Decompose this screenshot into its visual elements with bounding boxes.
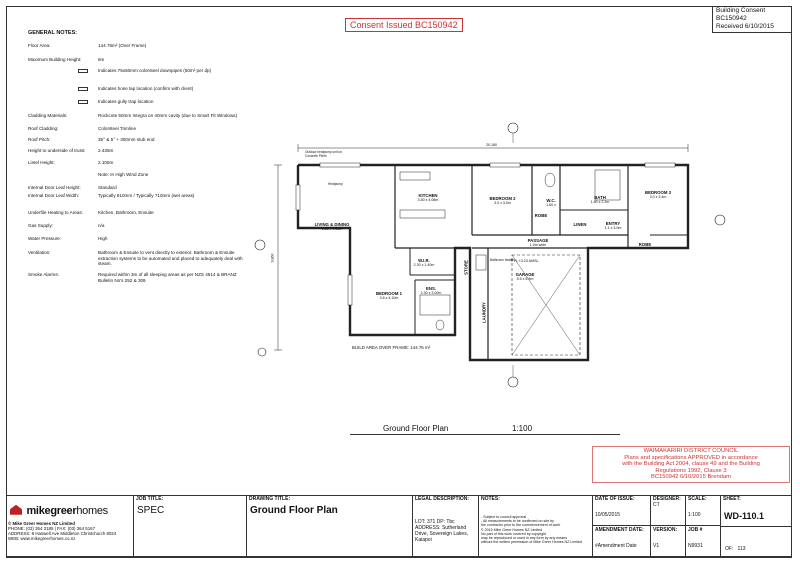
tb-sheet-cell: SHEET: WD-110.1 OF: 113: [720, 495, 792, 557]
note-value: Bathroom & Ensuite to vent directly to e…: [98, 250, 243, 266]
heatpump-label: Heatpump: [328, 182, 343, 186]
bc-number: Building Consent BC150942: [716, 7, 766, 22]
room-robe-3: ROBE: [638, 242, 652, 247]
plan-caption: Ground Floor Plan: [383, 424, 449, 433]
tb-designer-cell: DESIGNER: CT: [650, 495, 685, 526]
tb-legal: LEGAL DESCRIPTION: LOT: 371 DP: Tbc ADDR…: [412, 495, 478, 557]
note-value: High: [98, 236, 108, 241]
job-number: N9931: [688, 543, 703, 549]
note-value: Standard: [98, 185, 117, 190]
note-value: Required within 3m of all sleeping areas…: [98, 272, 237, 283]
job-title: SPEC: [137, 505, 165, 516]
hose-tap-icon: [78, 87, 88, 91]
note-label: Internal Door Leaf Width:: [28, 193, 80, 198]
room-wc: W.C.1.60 x: [546, 198, 556, 207]
bath-heater-label: Bathroom heater: [490, 258, 514, 262]
note-value: Indicates hose tap location (confirm wit…: [98, 86, 194, 91]
note-value: 35° & 5° + 300mm stub end: [98, 137, 155, 142]
side-dimension: 9,860: [270, 253, 275, 263]
room-ensuite: ENS.2.30 x 3.00m: [420, 286, 442, 295]
note-value: 2.435m: [98, 148, 114, 153]
downpipe-icon: [78, 69, 88, 73]
sheet-total: 113: [737, 546, 746, 552]
company-phone: PHONE: (03) 364 3185 | FAX: (03) 364 516…: [8, 526, 96, 531]
tb-company: mikegreerhomes © Mike Greer Homes NZ Lim…: [6, 495, 133, 557]
tb-scale-cell: SCALE: 1:100: [685, 495, 720, 526]
tb-job-cell: JOB # N9931: [685, 526, 720, 557]
overall-dimension: 20,180: [486, 143, 497, 147]
room-robe-2: ROBE: [534, 213, 548, 218]
sheet-border: [6, 6, 792, 558]
council-approval-stamp: WAIMAKARIRI DISTRICT COUNCIL Plans and s…: [592, 446, 790, 483]
heatpump-note: Outdoor heatpump unit on Concrete Plinth: [305, 150, 343, 158]
note-value: Note: In High Wind Zone: [98, 172, 149, 177]
room-wir: W.I.R.2.30 x 1.40m: [413, 258, 435, 267]
note-value: Kitchen, Bathroom, Ensuite: [98, 210, 154, 215]
note-label: Internal Door Leaf Height:: [28, 185, 81, 190]
note-label: Ventilation:: [28, 250, 51, 255]
caption-underline: [350, 434, 620, 435]
note-value: Rockcote 50mm Integra on 40mm cavity (du…: [98, 113, 238, 118]
room-store: STORE: [463, 260, 469, 275]
note-label: Underfile Heating to Areas:: [28, 210, 83, 215]
note-label: Lintel Height:: [28, 160, 55, 165]
note-label: Height to underside of truss:: [28, 148, 86, 153]
tb-date-cell: DATE OF ISSUE: 10/05/2015: [592, 495, 650, 526]
logo-house-icon: [10, 504, 22, 515]
note-value: Indicates 75x50mm colorsteel downpipes (…: [98, 68, 212, 73]
company-logo: mikegreerhomes: [6, 495, 133, 521]
note-label: Maximum Building Height:: [28, 57, 82, 62]
note-label: Roof Cladding:: [28, 126, 59, 131]
note-label: Smoke Alarms:: [28, 272, 59, 277]
bc-received: Received 6/10/2015: [716, 23, 774, 30]
note-value: Indicates gully trap location: [98, 99, 154, 104]
note-label: Water Pressure:: [28, 236, 62, 241]
note-value: Colorsteel Trimline: [98, 126, 137, 131]
room-laundry: LAUNDRY: [481, 302, 487, 323]
company-address: ADDRESS: 8 Haswell Ave Middleton Christc…: [8, 531, 117, 536]
tb-drawing-title: DRAWING TITLE: Ground Floor Plan: [246, 495, 412, 557]
note-value: Typically 810mm / Typically 710mm (wet a…: [98, 193, 195, 198]
amendment-date: #Amendment Date: [595, 543, 637, 549]
plan-scale: 1:100: [512, 424, 533, 433]
room-linen: LINEN: [573, 222, 587, 227]
note-label: Cladding Materials:: [28, 113, 68, 118]
consent-stamp: Consent Issued BC150942: [345, 18, 463, 32]
floor-plan-drawing: [254, 122, 726, 388]
designer: CT: [653, 502, 660, 508]
note-label: Gas Supply:: [28, 223, 54, 228]
company-web: WEB: www.mikegreerhomes.co.nz: [8, 536, 76, 541]
gully-trap-icon: [78, 100, 88, 104]
company-name: © Mike Greer Homes NZ Limited: [8, 521, 75, 526]
note-value: n/a: [98, 223, 105, 228]
drawing-title: Ground Floor Plan: [250, 505, 338, 516]
title-block: [6, 495, 792, 557]
note-value: 144.76m² (Over Frame): [98, 43, 147, 48]
scale: 1:100: [688, 512, 701, 518]
garage-ffl: FFL +3.23 AMSL: [511, 259, 539, 263]
date-of-issue: 10/05/2015: [595, 512, 621, 518]
note-value: 6m: [98, 57, 105, 62]
tb-amend-cell: AMENDMENT DATE: #Amendment Date: [592, 526, 650, 557]
building-consent-box: Building Consent BC150942 Received 6/10/…: [712, 6, 792, 33]
notes-title: GENERAL NOTES:: [28, 30, 78, 36]
note-label: Roof Pitch:: [28, 137, 51, 142]
tb-job-title: JOB TITLE: SPEC: [133, 495, 246, 557]
sheet-number: WD-110.1: [724, 511, 765, 521]
note-value: 2.105m: [98, 160, 114, 165]
version: V1: [653, 543, 660, 549]
tb-version-cell: VERSION: V1: [650, 526, 685, 557]
tb-notes: NOTES: - Subject to council approval - A…: [478, 495, 592, 557]
note-label: Floor Area:: [28, 43, 51, 48]
build-area: BUILD AREA OVER FRAME: 144.76 m²: [352, 345, 431, 350]
